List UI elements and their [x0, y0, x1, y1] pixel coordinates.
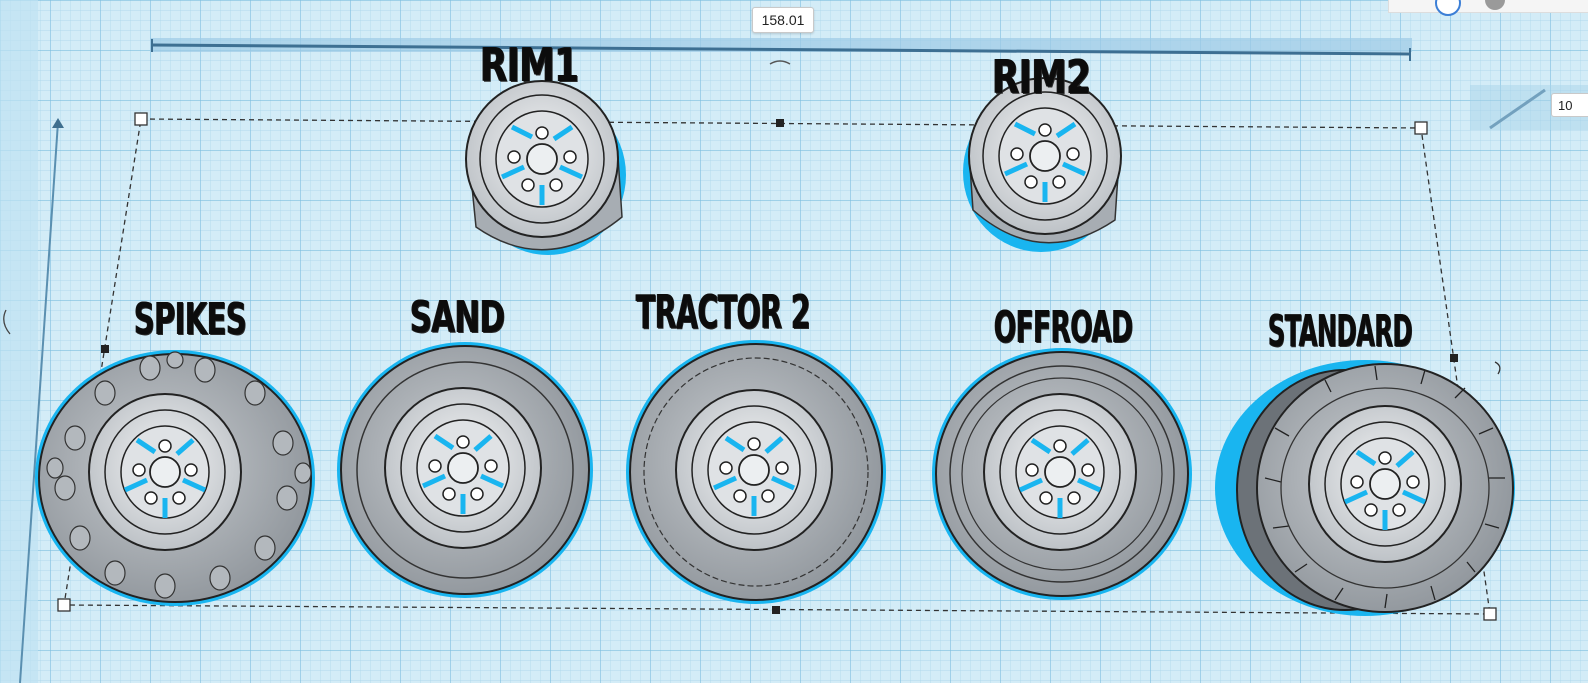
label-standard[interactable]: STANDARD — [1268, 306, 1413, 357]
offroad-wheel-model[interactable] — [932, 348, 1192, 600]
dimension-arrow-top — [150, 38, 1412, 65]
rim1-model[interactable] — [465, 80, 626, 255]
view-cube-icon[interactable] — [1435, 0, 1461, 16]
view-toolbar — [1388, 0, 1588, 16]
width-dimension-label[interactable]: 158.01 — [752, 7, 814, 33]
tractor2-wheel-model[interactable] — [626, 340, 886, 604]
rim2-model[interactable] — [963, 77, 1122, 252]
label-rim2[interactable]: RIM2 — [992, 50, 1091, 104]
label-spikes[interactable]: SPIKES — [134, 294, 247, 345]
spikes-wheel-model[interactable] — [35, 350, 315, 606]
ruler-left — [0, 0, 64, 683]
orbit-icon[interactable] — [1485, 0, 1505, 10]
sand-wheel-model[interactable] — [337, 342, 593, 598]
label-sand[interactable]: SAND — [410, 292, 505, 343]
label-tractor2[interactable]: TRACTOR 2 — [636, 285, 811, 339]
label-offroad[interactable]: OFFROAD — [994, 302, 1133, 353]
label-rim1[interactable]: RIM1 — [480, 38, 579, 92]
depth-dimension-label[interactable]: 10 — [1551, 93, 1588, 117]
standard-wheel-model[interactable] — [1215, 360, 1515, 616]
